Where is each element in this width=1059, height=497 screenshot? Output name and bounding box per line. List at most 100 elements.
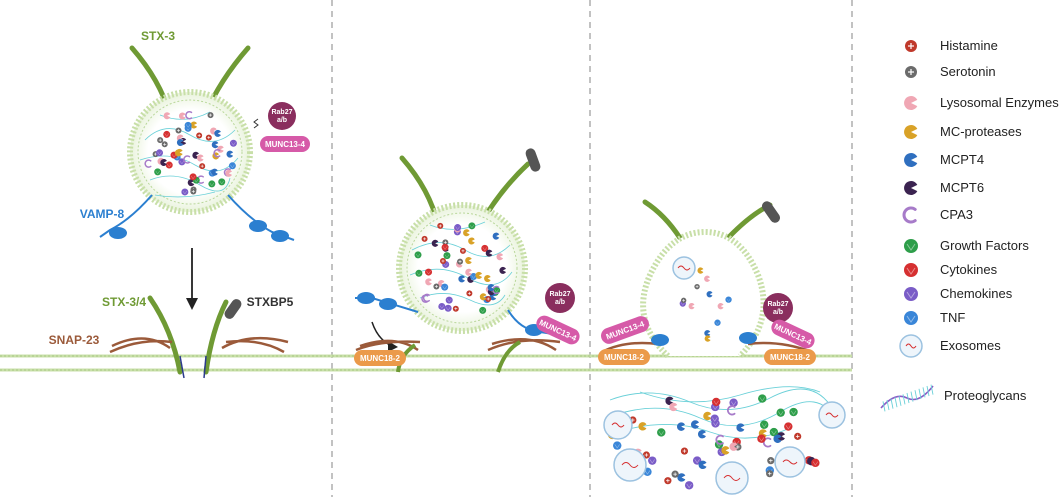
chemokine-icon [445, 296, 453, 304]
mc-protease-icon [721, 446, 730, 455]
legend-item: Growth Factors [904, 238, 1029, 253]
histamine-icon [205, 134, 212, 141]
histamine-icon [485, 295, 492, 302]
lysosomal-enzyme-icon [729, 442, 738, 451]
legend-label: Cytokines [940, 262, 998, 277]
lysosomal-enzyme-icon [196, 154, 204, 162]
granule-contents [144, 111, 237, 196]
stx34-label: STX-3/4 [102, 295, 146, 309]
cpa3-icon [902, 206, 917, 224]
cytokine-icon [784, 422, 793, 431]
legend-item: MC-proteases [904, 124, 1022, 140]
lysosomal-enzyme-icon [496, 253, 504, 261]
mcpt6-icon [665, 396, 674, 406]
mcpt4-icon [773, 434, 782, 443]
growth-factor-icon [760, 420, 769, 429]
lysosomal-enzyme-icon [163, 112, 171, 120]
cpa3-icon [421, 294, 429, 303]
serotonin-icon [442, 239, 449, 246]
chemokine-icon [156, 149, 164, 157]
lysosomal-enzyme-icon [704, 275, 711, 282]
mcpt4-icon [214, 129, 221, 137]
chemokine-icon [904, 287, 918, 301]
serotonin-icon [905, 66, 917, 78]
growth-factor-icon [468, 222, 476, 230]
legend-label: MC-proteases [940, 124, 1022, 139]
mcpt4-icon [677, 473, 686, 482]
munc13-4-protein-4 [771, 319, 815, 349]
legend-item: Lysosomal Enzymes [904, 95, 1059, 111]
mc-protease-icon [704, 335, 711, 342]
chemokine-icon [181, 188, 189, 196]
serotonin-icon [671, 470, 679, 478]
fusion-pore-vesicle [640, 228, 767, 359]
stxbp5-protein-2 [525, 148, 541, 172]
chemokine-icon [710, 414, 719, 423]
cpa3-icon [715, 434, 724, 445]
tnf-icon [441, 283, 449, 291]
mcpt4-icon [211, 141, 219, 149]
rab27-label-2: Rab27 [549, 291, 570, 298]
mcpt4-icon [698, 460, 707, 470]
rab27-label: Rab27 [271, 109, 292, 116]
cpa3-icon [183, 155, 191, 164]
legend-label: Lysosomal Enzymes [940, 95, 1059, 110]
cytokine-icon [811, 458, 820, 468]
tnf-icon [613, 441, 622, 450]
cpa3-icon [144, 159, 152, 168]
growth-factor-icon [776, 408, 785, 417]
panel-2-docking: MUNC18-2 Rab27 a/b MUNC13-4 [354, 148, 580, 373]
munc18-2-protein-3 [598, 349, 650, 365]
serotonin-icon [433, 283, 440, 290]
chemokine-icon [438, 302, 446, 310]
stxbp5-protein [224, 299, 242, 319]
lysosomal-enzyme-icon [669, 402, 678, 412]
serotonin-icon [190, 188, 197, 195]
serotonin-icon [161, 141, 168, 148]
lysosomal-enzyme-icon [904, 96, 918, 111]
cytokine-icon [165, 161, 173, 169]
panel-1-granule: STX-3 Rab27 a/b MUNC13-4 VAMP-8 [49, 29, 310, 379]
snap23-right [221, 336, 289, 354]
growth-factor-icon [414, 251, 422, 259]
stxbp5-label: STXBP5 [247, 295, 294, 309]
mcpt4-icon [487, 284, 495, 292]
mc-protease-icon [475, 271, 483, 279]
serotonin-icon [157, 137, 164, 144]
lysosomal-enzyme-icon [717, 303, 724, 310]
growth-factor-icon [904, 239, 918, 253]
serotonin-icon [766, 470, 774, 478]
chemokine-icon [454, 224, 462, 232]
histamine-icon [421, 235, 428, 242]
curved-arrow-icon [388, 341, 398, 352]
released-exosomes [603, 401, 846, 495]
tnf-icon [725, 296, 732, 303]
histamine-icon [794, 432, 802, 440]
histamine-icon [459, 247, 466, 254]
serotonin-icon [457, 258, 464, 265]
mc-protease-icon [697, 267, 704, 274]
mcpt4-icon [677, 422, 685, 431]
histamine-icon [199, 163, 206, 170]
tnf-icon [470, 272, 478, 280]
rab27-protein [268, 102, 296, 130]
munc18-2-protein [354, 350, 406, 366]
serotonin-icon [175, 127, 182, 134]
growth-factor-icon [443, 252, 451, 260]
munc18-2-protein-4 [764, 349, 816, 365]
chemokine-icon [729, 398, 738, 407]
mcpt4-icon [176, 139, 184, 147]
mcpt4-icon [691, 420, 699, 429]
cpa3-icon [727, 405, 736, 416]
tnf-icon [184, 121, 192, 129]
stx34-left [147, 295, 183, 375]
legend-item: TNF [904, 310, 965, 325]
serotonin-icon [680, 297, 687, 304]
mc-protease-icon [174, 149, 182, 157]
stx34-right [203, 299, 229, 375]
cytokine-icon [711, 397, 721, 407]
legend-item: Chemokines [904, 286, 1013, 301]
vamp8-right [227, 194, 295, 241]
legend-label: Proteoglycans [944, 388, 1027, 403]
